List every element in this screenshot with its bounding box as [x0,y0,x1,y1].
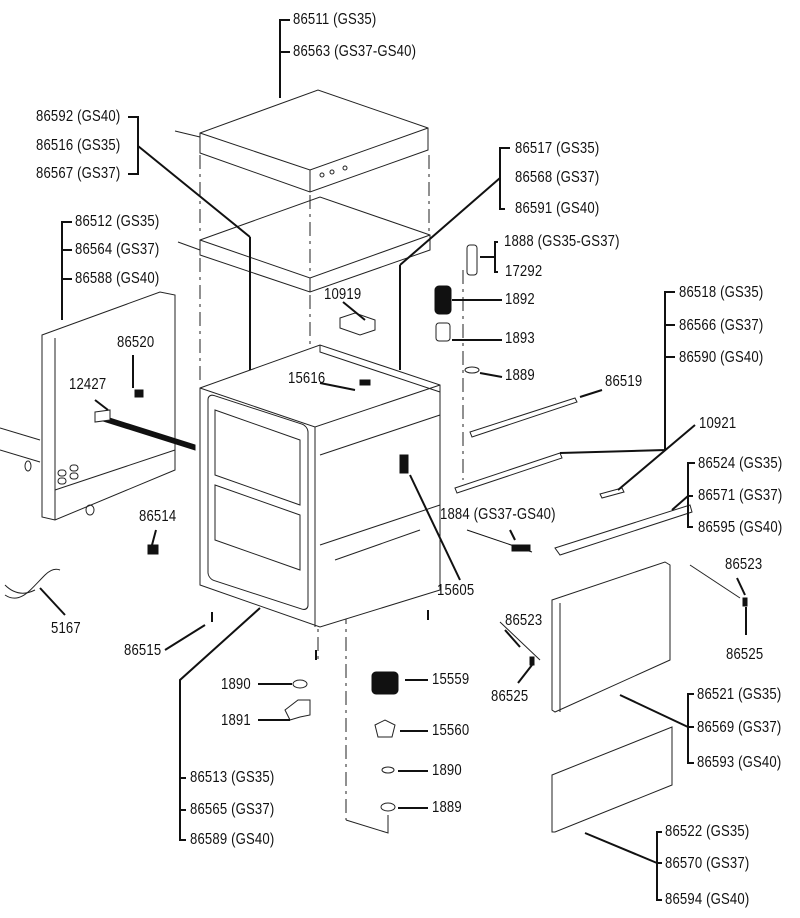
label-10921: 10921 [699,415,737,432]
switch-86520-part [134,389,144,398]
left-side-panel-part [0,291,176,521]
label-rail-gs40: 86590 (GS40) [679,349,764,366]
label-86525-right: 86525 [726,646,764,663]
label-15559: 15559 [432,671,470,688]
label-1891: 1891 [221,712,251,729]
label-86523-left: 86523 [505,612,543,629]
part-1890-left [292,679,308,689]
label-1892: 1892 [505,291,535,308]
kick-panel-part [551,726,673,833]
terminal-86514-part [147,544,159,555]
label-1884: 1884 (GS37-GS40) [440,506,556,523]
label-1889-top: 1889 [505,367,535,384]
leader-lines [39,19,747,901]
label-base-gs40: 86589 (GS40) [190,831,275,848]
label-10919: 10919 [324,286,362,303]
label-5167: 5167 [51,620,81,637]
label-left-side-gs40: 86588 (GS40) [75,270,160,287]
bracket-10921-part [599,487,625,499]
part-1889-bottom [380,802,396,812]
label-15605: 15605 [437,582,475,599]
label-86523-right: 86523 [725,556,763,573]
label-12427: 12427 [69,376,107,393]
part-1889-top [464,366,480,374]
label-86520: 86520 [117,334,155,351]
part-1893 [435,322,451,342]
label-left-side-gs37: 86564 (GS37) [75,241,160,258]
rail-86519-part [469,397,578,438]
heating-element-part [94,409,196,451]
label-1890-center: 1890 [432,762,462,779]
label-hinge-bar-gs40: 86595 (GS40) [698,519,783,536]
label-1893: 1893 [505,330,535,347]
label-rail-gs35: 86518 (GS35) [679,284,764,301]
label-kick-panel-gs35: 86522 (GS35) [665,823,750,840]
label-kick-panel-gs40: 86594 (GS40) [665,891,750,908]
module-10919-part [339,312,376,336]
label-door-gs35: 86521 (GS35) [697,686,782,703]
part-1890-center [381,766,395,774]
label-door-gs37: 86569 (GS37) [697,719,782,736]
label-top-cover-gs37-gs40: 86563 (GS37-GS40) [293,43,417,60]
heating-element-1884-part [466,529,533,553]
part-1891 [284,699,311,721]
label-1889-bottom: 1889 [432,799,462,816]
label-top-panel-gs40: 86592 (GS40) [36,108,121,125]
label-17292: 17292 [505,263,543,280]
nut-15560-part [374,719,396,738]
label-hinge-bar-gs35: 86524 (GS35) [698,455,783,472]
label-air-gap-1888: 1888 (GS35-GS37) [504,233,620,250]
hinge-bar-part [554,504,693,556]
cabinet-part [199,344,441,628]
label-left-side-gs35: 86512 (GS35) [75,213,160,230]
label-86519: 86519 [605,373,643,390]
rail-86518-part [454,452,563,494]
label-base-gs35: 86513 (GS35) [190,769,275,786]
label-door-gs40: 86593 (GS40) [697,754,782,771]
label-base-gs37: 86565 (GS37) [190,801,275,818]
label-15560: 15560 [432,722,470,739]
label-rail-gs37: 86566 (GS37) [679,317,764,334]
part-1892 [434,285,452,315]
label-15616: 15616 [288,370,326,387]
label-top-panel-gs35: 86516 (GS35) [36,137,121,154]
top-panel-part [177,196,431,293]
label-1890-left: 1890 [221,676,251,693]
strainer-15559-part [371,671,399,695]
top-cover-part [174,89,429,193]
label-right-side-gs40: 86591 (GS40) [515,200,600,217]
label-86514: 86514 [139,508,177,525]
label-hinge-bar-gs37: 86571 (GS37) [698,487,783,504]
door-part [551,561,671,713]
label-right-side-gs37: 86568 (GS37) [515,169,600,186]
bracket-86525-left [529,656,535,666]
cable-part [4,568,61,599]
label-right-side-gs35: 86517 (GS35) [515,140,600,157]
label-86525-left: 86525 [491,688,529,705]
bracket-86525-right [742,597,748,607]
label-top-cover-gs35: 86511 (GS35) [293,11,377,28]
air-gap-1888-part [466,244,478,276]
label-86515: 86515 [124,642,162,659]
label-top-panel-gs37: 86567 (GS37) [36,165,121,182]
label-kick-panel-gs37: 86570 (GS37) [665,855,750,872]
